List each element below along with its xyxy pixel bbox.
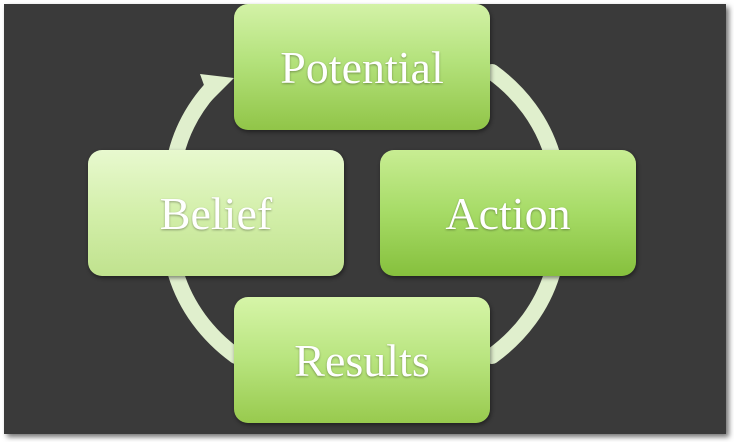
ring-arc-potential-action: [484, 64, 560, 162]
cycle-node-label: Results: [294, 334, 430, 386]
ring-arc-results-belief: [168, 266, 244, 364]
cycle-node-results: Results: [234, 297, 490, 423]
cycle-node-belief: Belief: [88, 150, 344, 276]
cycle-ring: [168, 64, 560, 364]
arrowhead-icon: [200, 74, 234, 102]
diagram-canvas: Potential Action Results Belief: [4, 4, 726, 434]
cycle-node-label: Potential: [280, 41, 444, 93]
cycle-node-label: Action: [445, 187, 571, 239]
ring-arc-action-results: [484, 266, 560, 364]
cycle-node-potential: Potential: [234, 4, 490, 130]
cycle-node-label: Belief: [159, 187, 273, 239]
cycle-node-action: Action: [380, 150, 636, 276]
ring-arc-belief-potential: [168, 82, 218, 162]
